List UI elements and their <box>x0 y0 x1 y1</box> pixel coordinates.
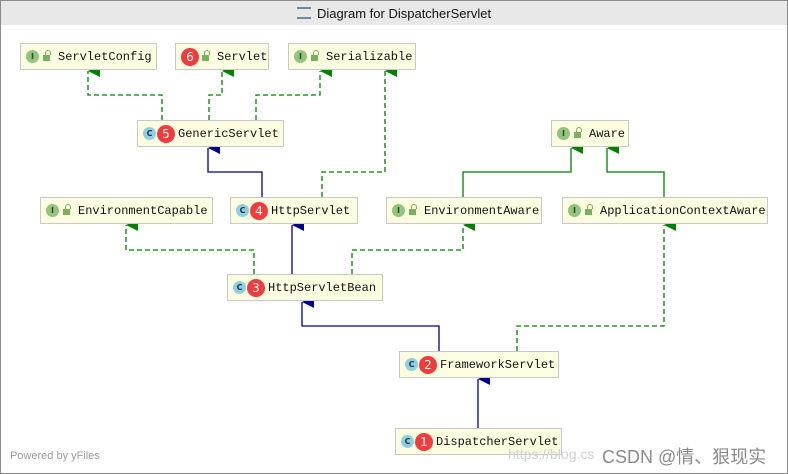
node-label: Serializable <box>326 49 413 64</box>
node-label: Aware <box>589 126 626 141</box>
node-servlet[interactable]: 6 Servlet <box>175 43 269 70</box>
edge-httpservlet-genericservlet <box>207 142 263 197</box>
node-label: GenericServlet <box>178 126 279 141</box>
title-bar: Diagram for DispatcherServlet <box>1 1 787 25</box>
interface-icon: I <box>568 204 581 217</box>
node-environment-aware[interactable]: I EnvironmentAware <box>386 197 542 224</box>
edge-httpservletbean-environmentaware <box>351 219 475 274</box>
node-servlet-config[interactable]: I ServletConfig <box>20 43 157 70</box>
edge-genericservlet-servletconfig <box>87 65 163 120</box>
step-badge: 4 <box>250 201 268 220</box>
edge-genericservlet-serializable <box>255 65 332 120</box>
interface-icon: I <box>294 50 307 63</box>
watermark-csdn: CSDN @情、狠现实 <box>602 447 767 467</box>
edge-frameworkservlet-applicationcontextaware <box>516 219 676 351</box>
powered-by-label: Powered by yFiles <box>10 450 100 462</box>
node-serializable[interactable]: I Serializable <box>288 43 416 70</box>
node-aware[interactable]: I Aware <box>551 120 629 147</box>
diagram-icon <box>296 7 311 19</box>
interface-icon: I <box>557 127 570 140</box>
step-badge: 6 <box>181 47 199 66</box>
edge-genericservlet-servlet <box>208 65 234 120</box>
abstract-class-icon: C <box>405 358 418 371</box>
node-environment-capable[interactable]: I EnvironmentCapable <box>40 197 213 224</box>
window-title: Diagram for DispatcherServlet <box>316 5 492 21</box>
node-label: HttpServletBean <box>268 280 377 295</box>
node-label: ApplicationContextAware <box>600 203 766 218</box>
step-badge: 1 <box>415 432 433 451</box>
node-label: HttpServlet <box>271 203 351 218</box>
lock-icon <box>311 50 319 61</box>
lock-icon <box>43 50 51 61</box>
watermark-url: https://blog.cs <box>508 446 595 462</box>
step-badge: 3 <box>247 278 265 297</box>
lock-icon <box>63 204 71 215</box>
node-label: ServletConfig <box>58 49 152 64</box>
node-label: EnvironmentAware <box>424 203 540 218</box>
edge-httpservlet-serializable <box>321 65 397 197</box>
node-label: Servlet <box>217 49 268 64</box>
interface-icon: I <box>392 204 405 217</box>
node-label: EnvironmentCapable <box>78 203 208 218</box>
lock-icon <box>585 204 593 215</box>
step-badge: 2 <box>419 355 437 374</box>
lock-icon <box>574 127 582 138</box>
abstract-class-icon: C <box>236 204 249 217</box>
lock-icon <box>202 50 210 61</box>
interface-icon: I <box>26 50 39 63</box>
interface-icon: I <box>46 204 59 217</box>
node-application-context-aware[interactable]: I ApplicationContextAware <box>562 197 768 224</box>
abstract-class-icon: C <box>143 127 156 140</box>
step-badge: 5 <box>157 124 175 143</box>
edge-applicationcontextaware-aware <box>606 142 665 197</box>
edge-environmentaware-aware <box>462 142 583 197</box>
abstract-class-icon: C <box>233 281 246 294</box>
node-label: DispatcherServlet <box>436 434 559 449</box>
edge-frameworkservlet-httpservletbean <box>301 296 440 351</box>
edge-httpservletbean-environmentcapable <box>125 219 255 274</box>
lock-icon <box>409 204 417 215</box>
class-icon: C <box>401 435 414 448</box>
node-label: FrameworkServlet <box>440 357 556 372</box>
